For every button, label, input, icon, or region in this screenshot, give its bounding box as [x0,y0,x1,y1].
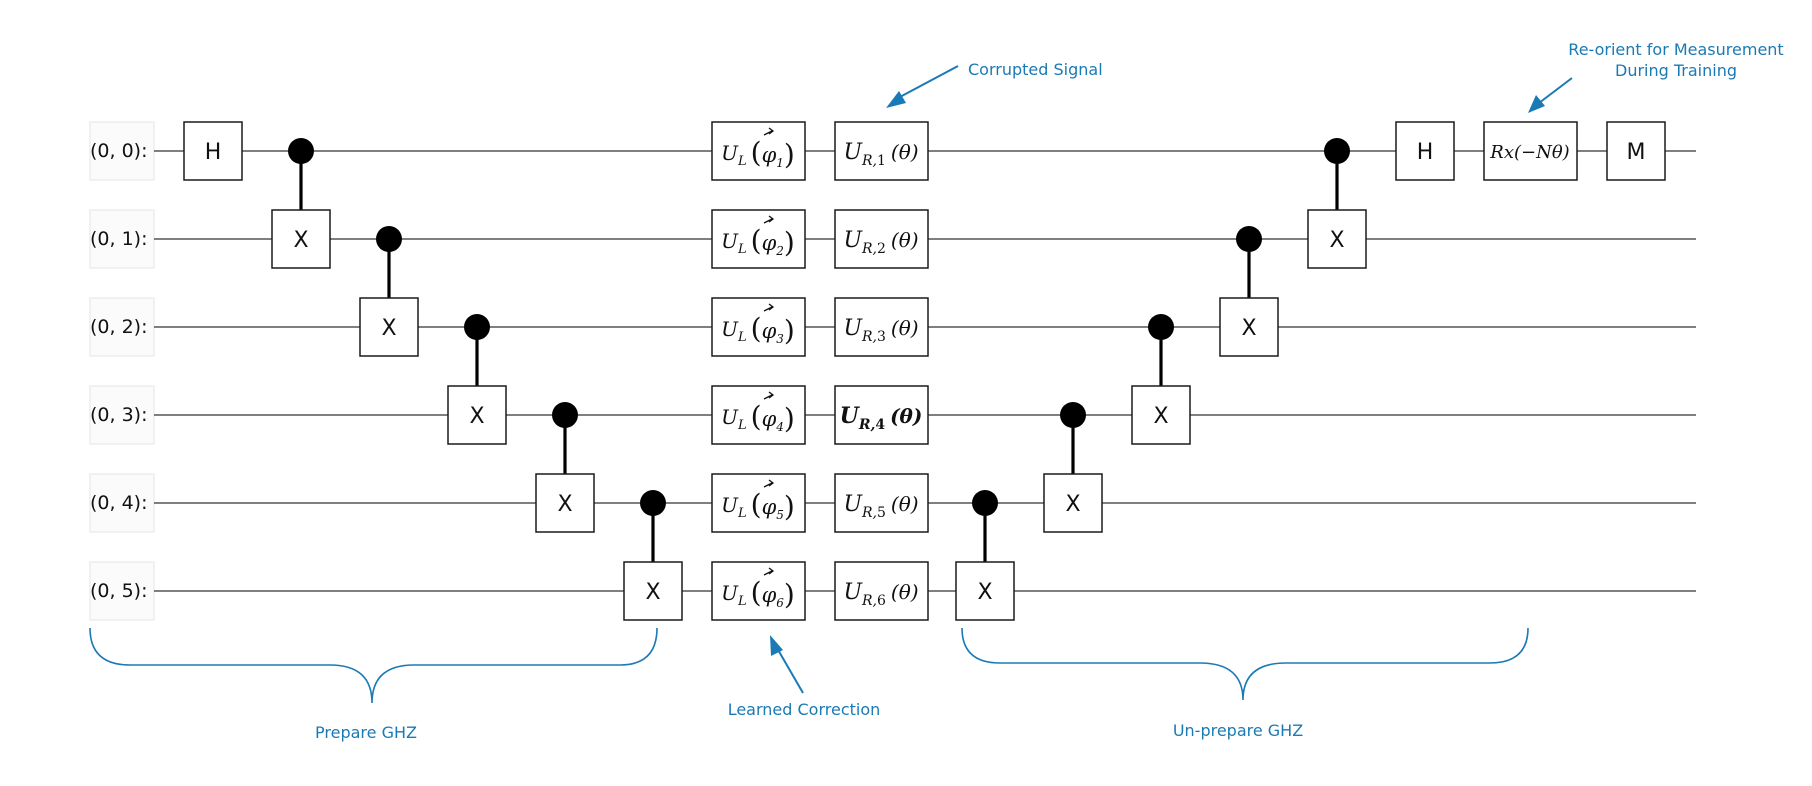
reorient-label-line2: During Training [1615,61,1737,80]
cnot-target [359,297,419,357]
prepare-ghz-gates: H X X X X X [183,121,683,621]
ur-gate [834,297,929,357]
ur-gate [834,385,929,445]
learned-correction-label: Learned Correction [728,700,881,719]
ul-gate-label: UL(φ5) [721,488,795,523]
qubit-label: (0, 2): [90,316,147,338]
ul-gate [711,121,806,181]
corrupted-signal-arrow [886,65,959,108]
corrupted-signal-gates: UR,1(θ) UR,2(θ) UR,3(θ) UR,4(θ) UR,5(θ) … [834,121,929,621]
cnot-target [1043,473,1103,533]
ul-gate-label: UL(φ2) [721,224,795,259]
cnot-target [955,561,1015,621]
ur-gate [834,121,929,181]
cnot-control-dot [288,138,314,164]
cnot-control-dot [1236,226,1262,252]
measurement-gate-label: M [1627,140,1646,165]
learned-correction-gates: UL(φ1) UL(φ2) UL(φ3) UL(φ4) UL(φ5) UL(φ6… [711,121,806,621]
cnot-target-label: X [645,580,660,605]
ul-gate-label: UL(φ1) [721,136,795,171]
cnot-target [535,473,595,533]
ur-gate [834,561,929,621]
unprepare-ghz-brace [961,627,1529,701]
measurement-stage: H Rx(−Nθ) M [1395,121,1666,181]
cnot-target [1131,385,1191,445]
cnot-control-dot [1324,138,1350,164]
reorient-arrow [1528,77,1573,113]
qubit-label: (0, 0): [90,140,147,162]
rx-gate-label: Rx(−Nθ) [1489,142,1569,163]
hadamard-gate-label: H [205,140,222,165]
ul-gate-label: UL(φ3) [721,312,795,347]
learned-correction-arrow [770,635,804,694]
cnot-target [271,209,331,269]
ul-gate [711,561,806,621]
ul-gate [711,209,806,269]
cnot-control-dot [640,490,666,516]
hadamard-gate-label: H [1417,140,1434,165]
prepare-ghz-label: Prepare GHZ [315,723,417,742]
cnot-target [447,385,507,445]
prepare-ghz-brace [89,627,658,704]
cnot-target-label: X [293,228,308,253]
cnot-control-dot [972,490,998,516]
cnot-target-label: X [469,404,484,429]
unprepare-ghz-gates: X X X X X [955,138,1367,621]
ur-gate-label: UR,1(θ) [843,140,918,169]
ul-gate [711,297,806,357]
cnot-target [623,561,683,621]
ur-gate-label: UR,2(θ) [843,228,918,257]
qubit-label: (0, 5): [90,580,147,602]
cnot-control-dot [1148,314,1174,340]
ul-gate [711,385,806,445]
hadamard-gate [1395,121,1455,181]
reorient-label-line1: Re-orient for Measurement [1568,40,1783,59]
ul-gate-label: UL(φ6) [721,576,795,611]
hadamard-gate [183,121,243,181]
ur-gate [834,473,929,533]
qubit-label: (0, 4): [90,492,147,514]
cnot-control-dot [464,314,490,340]
cnot-target-label: X [1153,404,1168,429]
qubit-labels: (0, 0): (0, 1): (0, 2): (0, 3): (0, 4): … [89,121,155,621]
rx-gate [1483,121,1578,181]
cnot-target-label: X [381,316,396,341]
corrupted-signal-label: Corrupted Signal [968,60,1103,79]
ur-gate-label: UR,3(θ) [843,316,918,345]
ur-gate-label: UR,6(θ) [843,580,918,609]
measurement-gate [1606,121,1666,181]
cnot-target-label: X [557,492,572,517]
cnot-target [1219,297,1279,357]
ul-gate-label: UL(φ4) [721,400,795,435]
cnot-control-dot [376,226,402,252]
ul-gate [711,473,806,533]
cnot-target-label: X [1241,316,1256,341]
ur-gate-label: UR,4(θ) [840,403,923,433]
cnot-control-dot [1060,402,1086,428]
unprepare-ghz-label: Un-prepare GHZ [1173,721,1303,740]
qubit-label: (0, 1): [90,228,147,250]
cnot-target-label: X [977,580,992,605]
qubit-label: (0, 3): [90,404,147,426]
cnot-control-dot [552,402,578,428]
ur-gate [834,209,929,269]
cnot-target-label: X [1329,228,1344,253]
cnot-target [1307,209,1367,269]
cnot-target-label: X [1065,492,1080,517]
ur-gate-label: UR,5(θ) [843,492,918,521]
